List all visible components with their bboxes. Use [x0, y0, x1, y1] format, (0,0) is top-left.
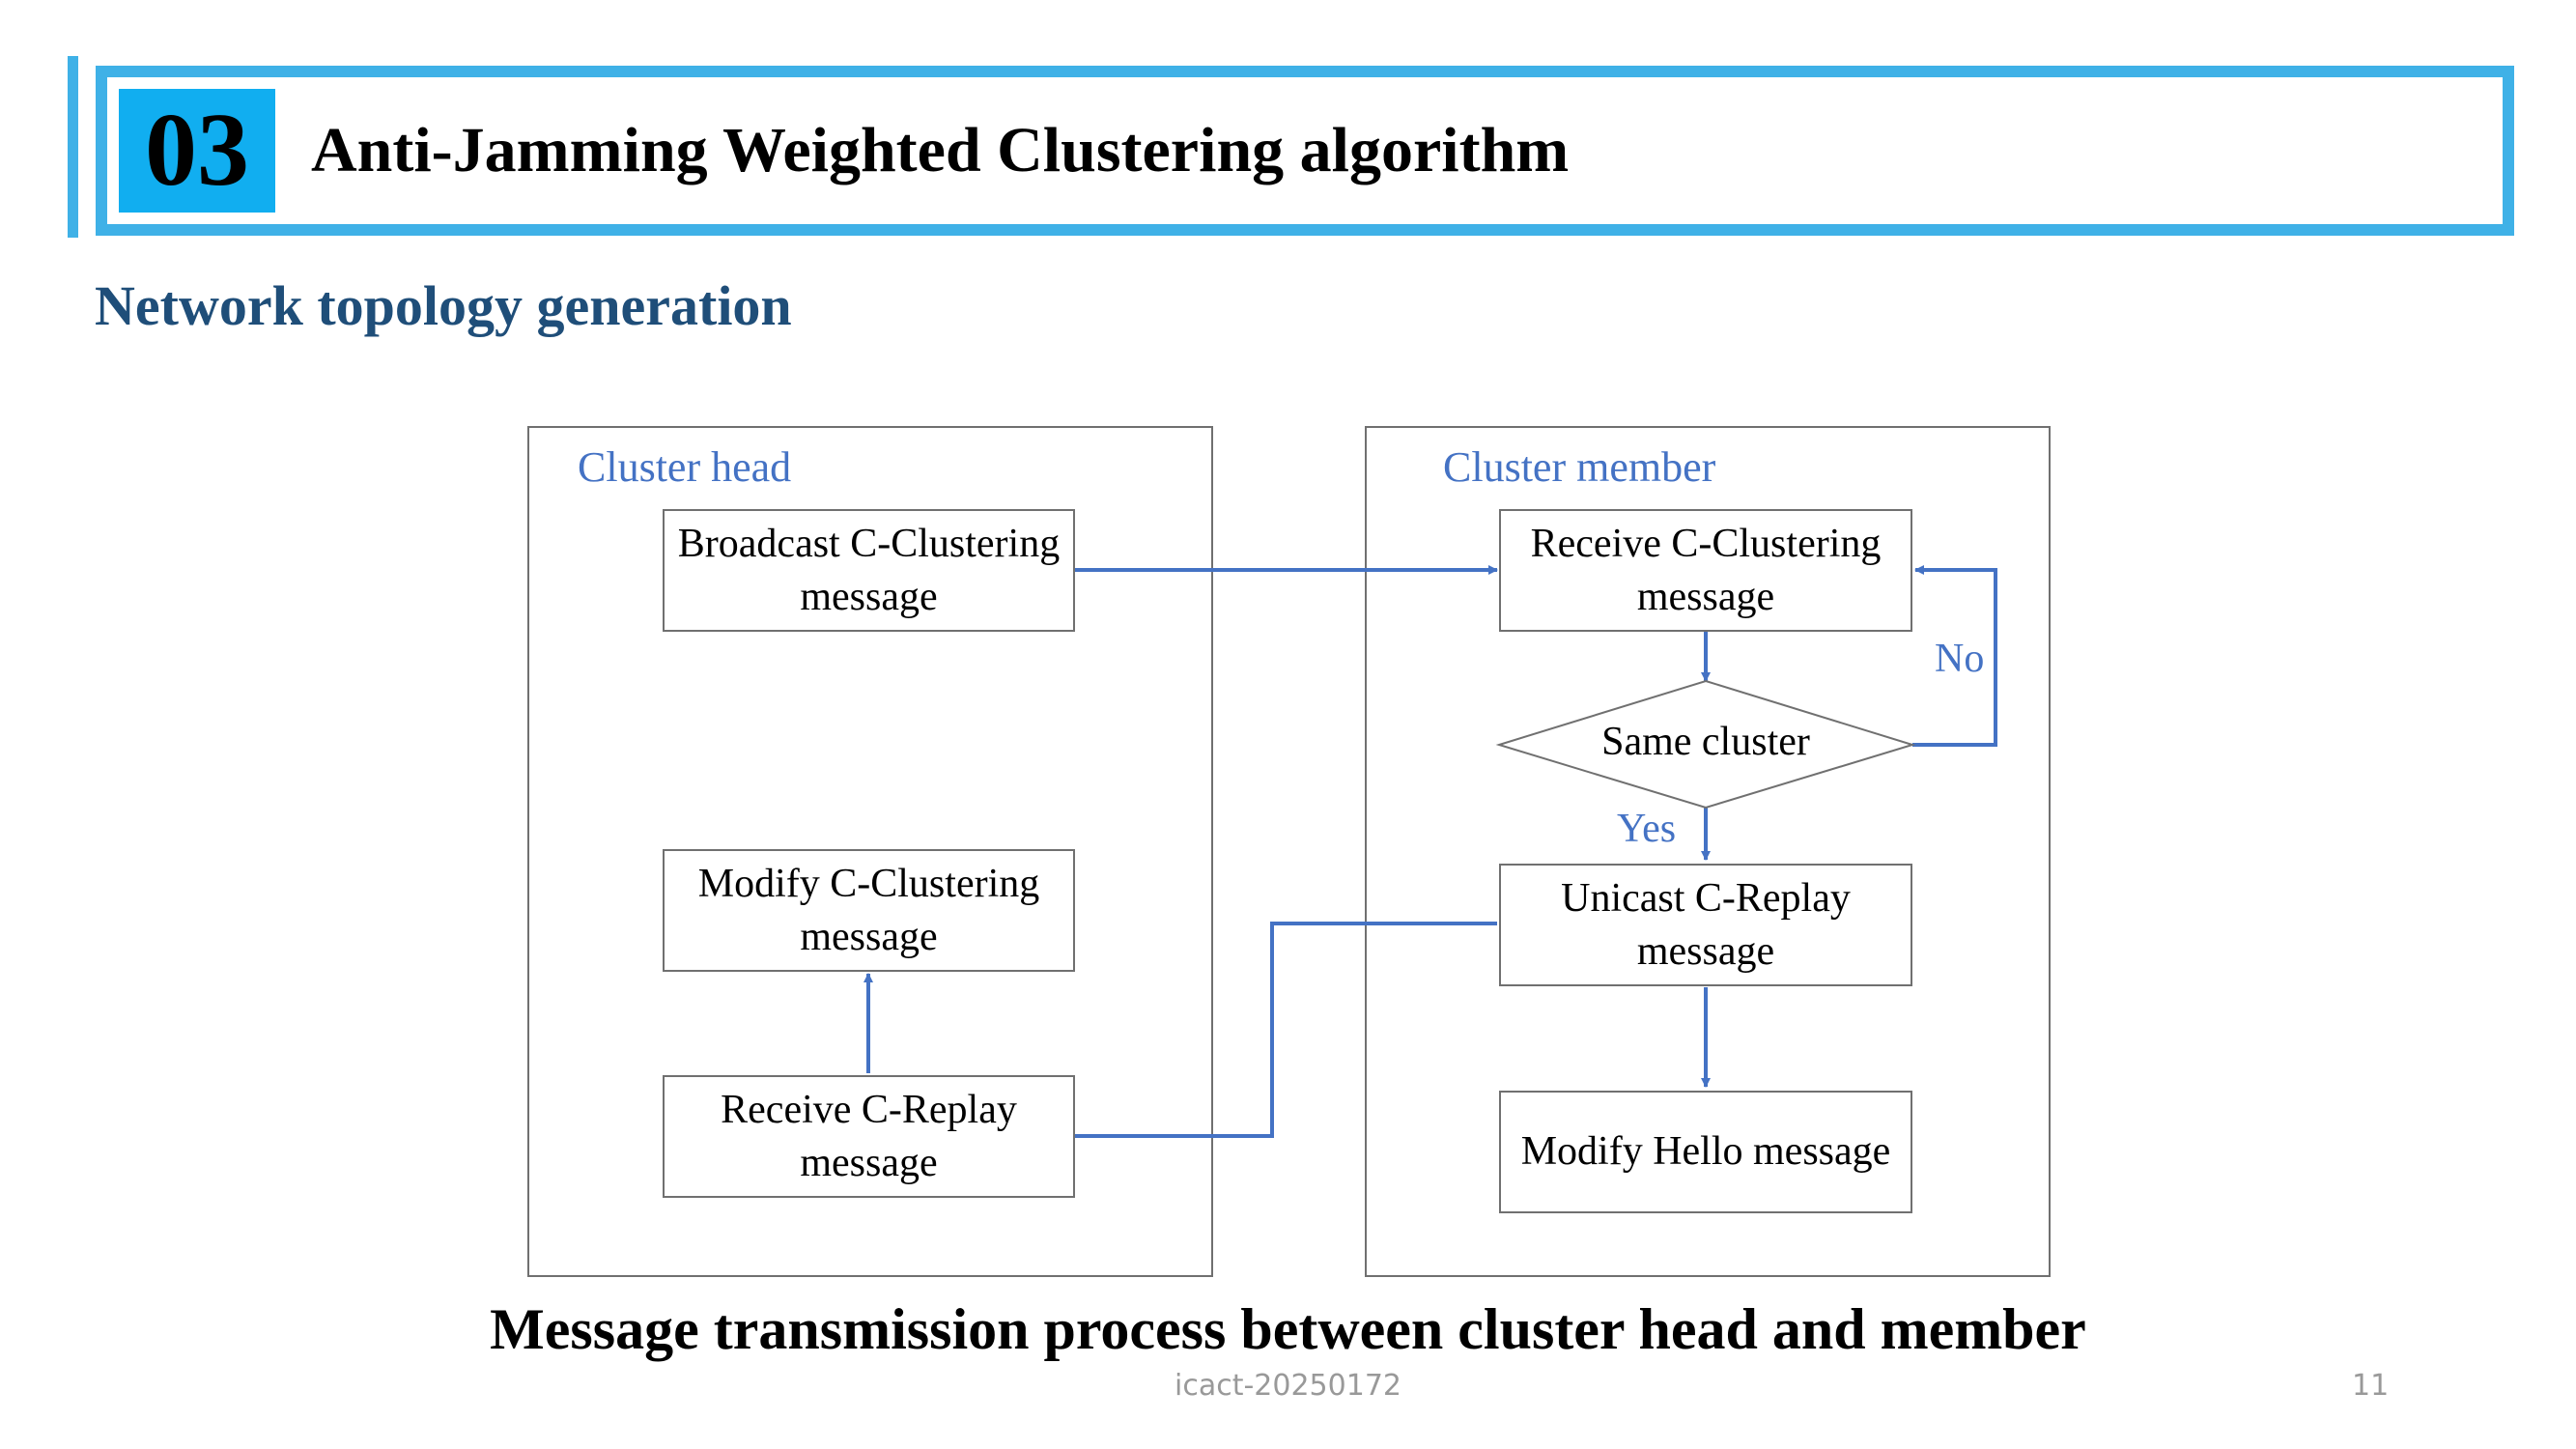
modify-hello-node: Modify Hello message	[1499, 1091, 1912, 1213]
edge-label-no: No	[1935, 637, 1985, 681]
broadcast-c-clustering-node: Broadcast C-Clustering message	[663, 509, 1075, 632]
unicast-c-replay-node: Unicast C-Replay message	[1499, 864, 1912, 986]
figure-caption: Message transmission process between clu…	[490, 1297, 2086, 1361]
decision-label: Same cluster	[1601, 720, 1810, 764]
section-number: 03	[119, 89, 275, 213]
section-title: Network topology generation	[95, 274, 792, 337]
page-number: 11	[2352, 1369, 2390, 1403]
slide-header: 03 Anti-Jamming Weighted Clustering algo…	[96, 66, 2514, 236]
decision-diamond	[1495, 679, 1916, 810]
footer-text: icact-20250172	[1175, 1369, 1401, 1403]
arrow-decision-no-loop	[1912, 565, 1997, 747]
cluster-member-label: Cluster member	[1443, 443, 1716, 491]
arrow-unicast-to-receive-replay	[1075, 922, 1497, 1138]
slide-title: Anti-Jamming Weighted Clustering algorit…	[311, 115, 1570, 185]
receive-c-clustering-node: Receive C-Clustering message	[1499, 509, 1912, 632]
header-accent-bar	[68, 56, 78, 238]
modify-c-clustering-node: Modify C-Clustering message	[663, 849, 1075, 972]
edge-label-yes: Yes	[1617, 807, 1677, 851]
cluster-head-label: Cluster head	[578, 443, 792, 491]
receive-c-replay-node: Receive C-Replay message	[663, 1075, 1075, 1198]
